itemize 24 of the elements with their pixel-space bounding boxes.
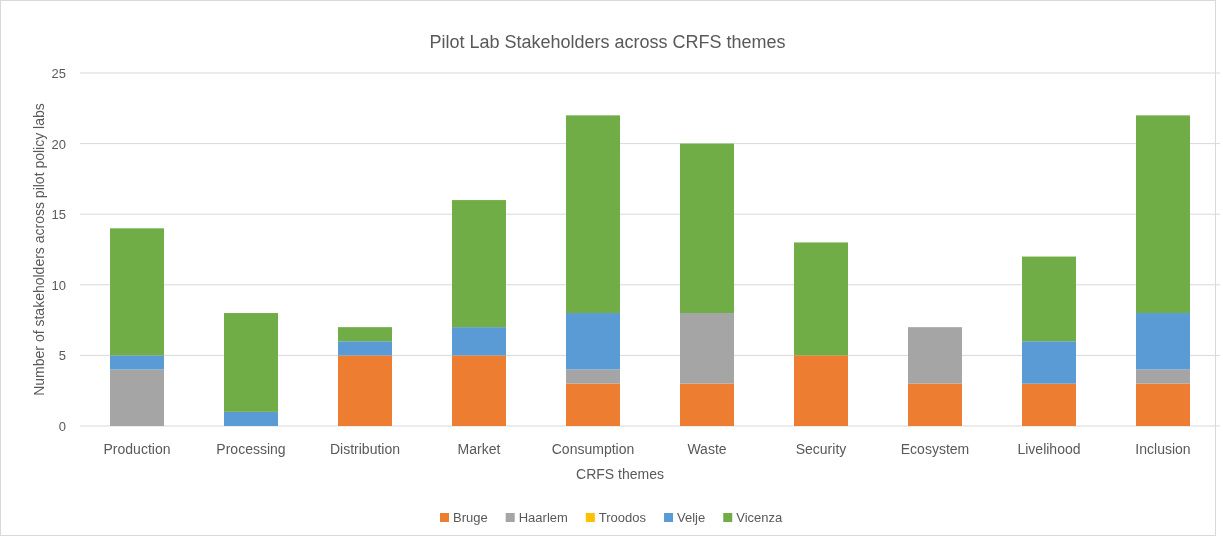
- axis-title: CRFS themes: [576, 466, 664, 482]
- axis-tick-label: Distribution: [330, 441, 400, 457]
- axis-title: Number of stakeholders across pilot policy labs: [31, 103, 47, 396]
- axis-tick-label: 25: [51, 66, 66, 81]
- axis-tick-label: 15: [51, 207, 66, 223]
- axis-tick-label: Waste: [687, 441, 727, 457]
- axis-tick-label: Ecosystem: [900, 441, 970, 457]
- axis-tick-label: Livelihood: [1017, 441, 1081, 457]
- axis-tick-label: 20: [51, 136, 66, 152]
- axis-tick-label: 0: [58, 419, 66, 434]
- axis-tick-label: 10: [51, 277, 66, 293]
- axis-tick-label: Security: [795, 441, 847, 457]
- axis-tick-label: Inclusion: [1135, 441, 1191, 457]
- legend-label: Haarlem: [518, 510, 568, 525]
- axis-tick-label: Production: [103, 441, 171, 457]
- chart-title: Pilot Lab Stakeholders across CRFS themes: [429, 32, 786, 52]
- legend-label: Troodos: [598, 510, 647, 525]
- legend-label: Velje: [677, 510, 706, 525]
- axis-tick-label: Consumption: [551, 441, 635, 457]
- axis-tick-label: Processing: [216, 441, 286, 457]
- axis-tick-label: Market: [457, 441, 501, 457]
- legend-label: Bruge: [453, 510, 488, 525]
- axis-tick-label: 5: [58, 348, 66, 364]
- legend-label: Vicenza: [736, 510, 783, 525]
